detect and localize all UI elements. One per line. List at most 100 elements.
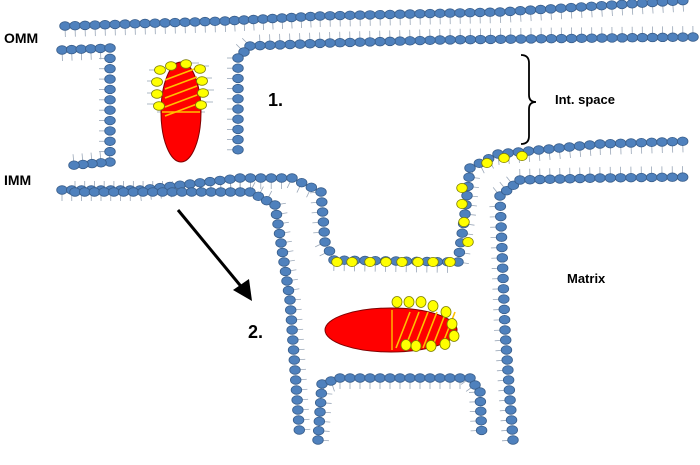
lipid-head (104, 126, 116, 136)
lipid-head (266, 13, 279, 24)
lipid-head (354, 10, 366, 20)
lipid-head (344, 37, 356, 48)
lipid-head (414, 35, 426, 46)
lipid-head (586, 33, 598, 43)
lipid-head (284, 295, 296, 305)
lipid-head (324, 38, 336, 48)
lipid-head (676, 136, 689, 147)
lipid-head (498, 304, 510, 315)
cardiolipin-head (462, 236, 474, 247)
lipid-head (285, 315, 298, 325)
cardiolipin-head (498, 152, 510, 163)
lipid-head (94, 43, 107, 54)
lipid-head (275, 173, 288, 183)
bound-cardiolipin (195, 100, 207, 110)
lipid-head (316, 207, 329, 217)
lipid-head (219, 16, 231, 26)
lipid-head (565, 33, 578, 44)
lipid-head (464, 163, 476, 173)
bound-cardiolipin (440, 306, 452, 318)
lipid-head (313, 416, 326, 427)
lipid-head (475, 406, 487, 416)
lipid-head (176, 187, 188, 197)
lipid-head (545, 33, 558, 44)
lipid-head (575, 33, 588, 44)
lipid-head (290, 385, 303, 395)
lipid-head (656, 0, 669, 7)
lipid-head (384, 36, 396, 47)
lipid-head (276, 247, 289, 258)
lipid-head (501, 355, 513, 365)
lipid-head (524, 5, 537, 15)
lipid-head (159, 18, 171, 28)
lipid-head (286, 325, 298, 335)
lipid-head (464, 7, 476, 18)
lipid-head (545, 4, 557, 14)
lipid-head (584, 140, 596, 150)
lipid-head (474, 7, 486, 18)
lipid-head (666, 0, 679, 6)
bound-cardiolipin (439, 338, 451, 350)
bound-cardiolipin (153, 101, 165, 111)
lipid-head (119, 19, 131, 29)
bound-cardiolipin (403, 296, 415, 308)
lipid-head (289, 365, 301, 375)
lipid-head (290, 375, 302, 385)
bound-cardiolipin (154, 65, 166, 75)
cardiolipin-head (444, 256, 456, 267)
protein-state-2 (324, 296, 460, 353)
lipid-head (228, 15, 241, 26)
lipid-head (104, 74, 116, 84)
lipid-head (65, 44, 78, 55)
lipid-head (459, 209, 471, 219)
lipid-head (104, 64, 116, 74)
lipid-head (139, 18, 151, 29)
lipid-head (616, 33, 628, 43)
lipid-head (496, 253, 509, 263)
lipid-head (79, 187, 91, 197)
lipid-head (564, 174, 576, 184)
intermembrane-space-label: Int. space (555, 92, 615, 107)
lipid-head (255, 173, 267, 183)
lipid-head (575, 2, 587, 12)
lipid-head (232, 63, 244, 73)
lipid-head (453, 247, 466, 258)
lipid-head (414, 373, 426, 383)
lipid-head (234, 173, 246, 183)
lipid-head (232, 134, 244, 145)
lipid-head (234, 187, 246, 197)
lipid-head (525, 34, 537, 44)
lipid-head (573, 141, 586, 151)
lipid-head (474, 396, 487, 407)
cardiolipin-lipids (331, 150, 528, 267)
lipid-head (295, 12, 307, 22)
lipid-head (247, 14, 260, 25)
lipid-head (282, 285, 295, 296)
lipid-head (505, 405, 517, 415)
lipid-head (104, 95, 116, 105)
lipid-head (667, 32, 679, 42)
lipid-head (199, 16, 211, 27)
lipid-head (215, 187, 227, 197)
lipid-head (75, 44, 87, 54)
lipid-head (534, 4, 547, 15)
cardiolipin-head (456, 182, 468, 193)
lipid-head (484, 34, 497, 45)
cardiolipin-head (458, 216, 470, 227)
lipid-head (500, 345, 513, 355)
lipid-head (272, 219, 284, 229)
lipid-head (166, 187, 178, 197)
lipid-head (244, 173, 257, 183)
lipid-head (498, 294, 510, 304)
lipid-head (286, 173, 298, 183)
imm-label: IMM (4, 172, 32, 188)
lipid-head (269, 200, 281, 210)
lipid-head (354, 37, 366, 47)
lipid-head (317, 217, 330, 227)
lipid-head (294, 39, 306, 49)
lipid-head (464, 373, 476, 383)
lipid-head (456, 228, 468, 238)
lipid-head (574, 173, 586, 184)
lipid-head (585, 1, 598, 12)
lipid-head (252, 191, 265, 202)
